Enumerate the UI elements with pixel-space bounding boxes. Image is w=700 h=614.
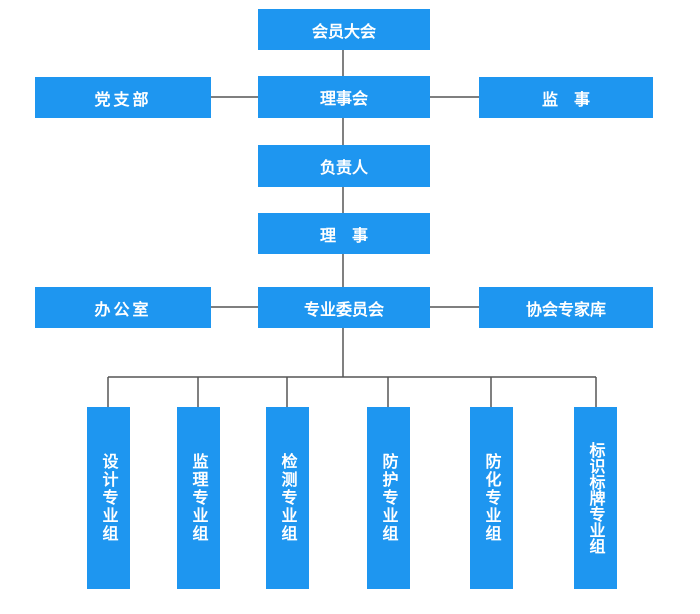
expert-pool-label: 协会专家库 (525, 299, 606, 319)
group-box-supervision: 监理专业组 (177, 407, 220, 589)
group-label-protection: 防护专业组 (379, 453, 399, 543)
group-box-protection: 防护专业组 (367, 407, 410, 589)
council-label: 理事会 (319, 89, 368, 108)
party-branch-box: 党支部 (35, 77, 211, 118)
council-box: 理事会 (258, 76, 430, 118)
office-label: 办公室 (94, 299, 152, 319)
director-box: 理 事 (258, 213, 430, 254)
professional-committee-label: 专业委员会 (303, 299, 384, 319)
supervisor-box: 监 事 (479, 77, 653, 118)
supervisor-label: 监 事 (541, 89, 590, 109)
professional-committee-box: 专业委员会 (258, 287, 430, 328)
group-box-chemical-defense: 防化专业组 (470, 407, 513, 589)
group-label-chemical-defense: 防化专业组 (482, 453, 502, 543)
group-label-design: 设计专业组 (99, 453, 119, 543)
group-box-design: 设计专业组 (87, 407, 130, 589)
person-in-charge-label: 负责人 (319, 158, 368, 177)
group-box-inspection: 检测专业组 (266, 407, 309, 589)
person-in-charge-box: 负责人 (258, 145, 430, 187)
office-box: 办公室 (35, 287, 211, 328)
expert-pool-box: 协会专家库 (479, 287, 653, 328)
general-assembly-label: 会员大会 (311, 21, 376, 41)
general-assembly-box: 会员大会 (258, 9, 430, 50)
group-label-inspection: 检测专业组 (278, 453, 298, 543)
group-label-signage: 标识标牌专业组 (586, 442, 606, 554)
group-label-supervision: 监理专业组 (189, 453, 209, 543)
group-box-signage: 标识标牌专业组 (574, 407, 617, 589)
director-label: 理 事 (319, 225, 368, 245)
party-branch-label: 党支部 (94, 89, 152, 109)
